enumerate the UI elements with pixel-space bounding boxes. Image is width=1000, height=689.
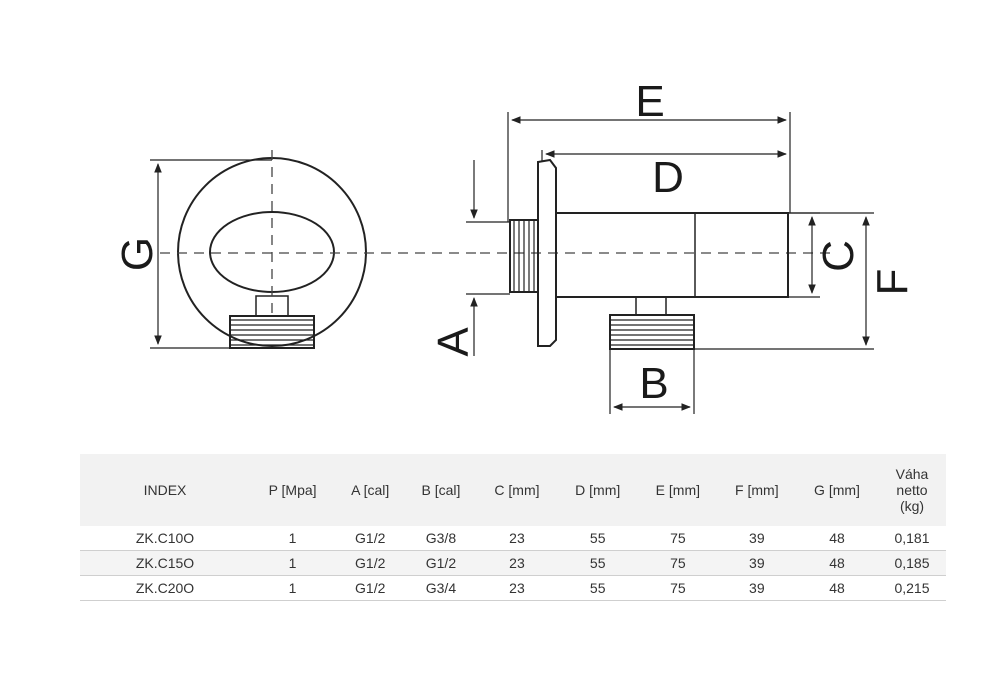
technical-drawing: G E — [113, 77, 917, 414]
table-cell: 55 — [557, 575, 639, 601]
flange — [537, 158, 557, 347]
label-d: D — [652, 153, 684, 202]
label-f: F — [868, 269, 917, 296]
outlet-thread — [609, 314, 695, 350]
table-cell: G3/8 — [405, 526, 477, 551]
table-cell: 1 — [250, 526, 336, 551]
outlet-neck — [635, 296, 667, 316]
table-cell: ZK.C10O — [80, 526, 250, 551]
table-cell: 0,185 — [878, 550, 946, 576]
table-cell: 1 — [250, 575, 336, 601]
col-header: F [mm] — [717, 454, 796, 526]
label-e: E — [635, 77, 664, 126]
table-row: ZK.C10O 1 G1/2 G3/8 23 55 75 39 48 0,181 — [80, 526, 946, 551]
table-cell: 39 — [717, 526, 796, 551]
table-cell: 75 — [638, 550, 718, 576]
table-row: ZK.C15O 1 G1/2 G1/2 23 55 75 39 48 0,185 — [80, 550, 946, 576]
dimension-a — [466, 160, 510, 356]
col-header: D [mm] — [557, 454, 639, 526]
table-cell: 48 — [796, 526, 878, 551]
weight-header-line: netto — [896, 482, 928, 498]
dimension-d — [541, 150, 787, 162]
table-cell: G1/2 — [335, 526, 406, 551]
table-cell: 75 — [638, 526, 718, 551]
table-cell: G1/2 — [405, 550, 477, 576]
valve-body — [555, 212, 789, 298]
table-cell: 75 — [638, 575, 718, 601]
table-cell: 48 — [796, 550, 878, 576]
label-b: B — [639, 359, 668, 408]
table-cell: 0,215 — [878, 575, 946, 601]
side-view — [509, 158, 789, 350]
ring-thread-lines — [230, 319, 314, 346]
ring-thread — [229, 315, 315, 349]
col-header: P [Mpa] — [250, 454, 336, 526]
table-cell: G3/4 — [405, 575, 477, 601]
outlet-thread-lines — [610, 319, 694, 346]
table-cell: ZK.C20O — [80, 575, 250, 601]
table-cell: G1/2 — [335, 575, 406, 601]
label-g: G — [113, 237, 162, 271]
col-header: G [mm] — [796, 454, 878, 526]
table-cell: 1 — [250, 550, 336, 576]
col-header: B [cal] — [405, 454, 477, 526]
table-cell: 39 — [717, 575, 796, 601]
label-a: A — [429, 327, 478, 357]
table-cell: 23 — [476, 526, 558, 551]
label-c: C — [814, 240, 863, 272]
table-cell: 39 — [717, 550, 796, 576]
weight-header-line: (kg) — [899, 498, 925, 514]
table-cell: 55 — [557, 526, 639, 551]
table-row: ZK.C20O 1 G1/2 G3/4 23 55 75 39 48 0,215 — [80, 575, 946, 601]
dimension-b — [609, 349, 695, 414]
dimension-f — [694, 212, 874, 350]
dimension-g — [150, 159, 272, 349]
table-cell: G1/2 — [335, 550, 406, 576]
col-header-weight: Váha netto (kg) — [878, 454, 946, 526]
spec-table: INDEX P [Mpa] A [cal] B [cal] C [mm] D [… — [80, 454, 946, 601]
table-cell: ZK.C15O — [80, 550, 250, 576]
table-header-row: INDEX P [Mpa] A [cal] B [cal] C [mm] D [… — [80, 454, 946, 526]
weight-header-line: Váha — [895, 466, 929, 482]
table-cell: 55 — [557, 550, 639, 576]
col-header: A [cal] — [335, 454, 406, 526]
table-cell: 0,181 — [878, 526, 946, 551]
col-header: C [mm] — [476, 454, 558, 526]
table-cell: 23 — [476, 550, 558, 576]
table-cell: 48 — [796, 575, 878, 601]
col-header: E [mm] — [638, 454, 718, 526]
side-thread-lines — [513, 220, 535, 292]
table-cell: 23 — [476, 575, 558, 601]
col-header: INDEX — [80, 454, 250, 526]
dimension-e — [507, 112, 791, 222]
